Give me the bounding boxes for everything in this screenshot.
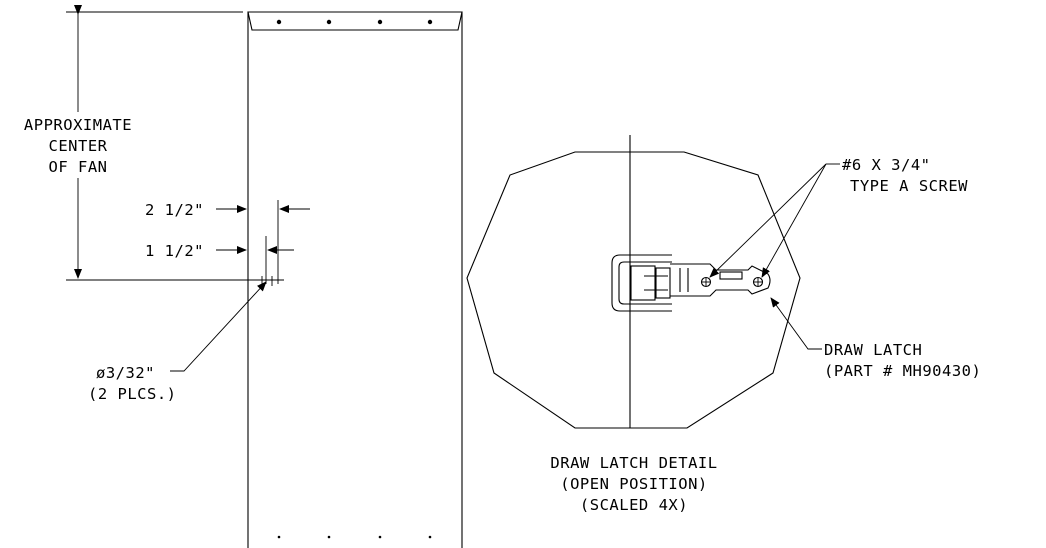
center-of-fan-line2: CENTER	[49, 137, 108, 155]
flange-hole	[427, 19, 433, 25]
hole-leader	[170, 281, 267, 372]
flange-hole	[276, 19, 282, 25]
detail-title-line2: (OPEN POSITION)	[560, 475, 707, 493]
latch-label-line1: DRAW LATCH	[824, 341, 922, 359]
detail-title: DRAW LATCH DETAIL (OPEN POSITION) (SCALE…	[550, 454, 717, 514]
detail-title-line3: (SCALED 4X)	[580, 496, 688, 514]
panel-top-flange	[247, 11, 463, 31]
latch-leader	[770, 297, 822, 350]
screw-leader-left	[709, 163, 827, 278]
screw-label-line1: #6 X 3/4"	[842, 156, 931, 174]
hole-callout: ø3/32" (2 PLCS.)	[88, 281, 267, 403]
dim-1-half-label: 1 1/2"	[145, 242, 204, 260]
screw-label-line2: TYPE A SCREW	[850, 177, 968, 195]
detail-boundary-polygon	[466, 151, 801, 429]
hole-dimensions: 2 1/2" 1 1/2"	[145, 200, 310, 286]
latch-label-line2: (PART # MH90430)	[824, 362, 981, 380]
bottom-hole	[327, 535, 331, 539]
flange-hole	[326, 19, 332, 25]
screw-left	[700, 276, 712, 288]
latch-body	[670, 263, 771, 297]
detail-title-line1: DRAW LATCH DETAIL	[550, 454, 717, 472]
hole-diameter-label: ø3/32"	[96, 364, 155, 382]
center-of-fan-line1: APPROXIMATE	[24, 116, 132, 134]
latch-detail-view: #6 X 3/4" TYPE A SCREW DRAW LATCH (PART …	[466, 135, 981, 514]
hole-count-label: (2 PLCS.)	[88, 385, 177, 403]
center-of-fan-line3: OF FAN	[49, 158, 108, 176]
bottom-hole	[277, 535, 281, 539]
latch-callout: DRAW LATCH (PART # MH90430)	[770, 297, 981, 380]
screw-right	[752, 276, 764, 288]
bottom-hole	[428, 535, 432, 539]
screw-callout: #6 X 3/4" TYPE A SCREW	[709, 156, 968, 278]
bottom-hole	[378, 535, 382, 539]
flange-hole	[377, 19, 383, 25]
center-of-fan-dimension: APPROXIMATE CENTER OF FAN	[8, 5, 284, 281]
dim-2-half-label: 2 1/2"	[145, 201, 204, 219]
screw-leader-right	[761, 163, 827, 278]
latch-hook	[611, 254, 672, 312]
